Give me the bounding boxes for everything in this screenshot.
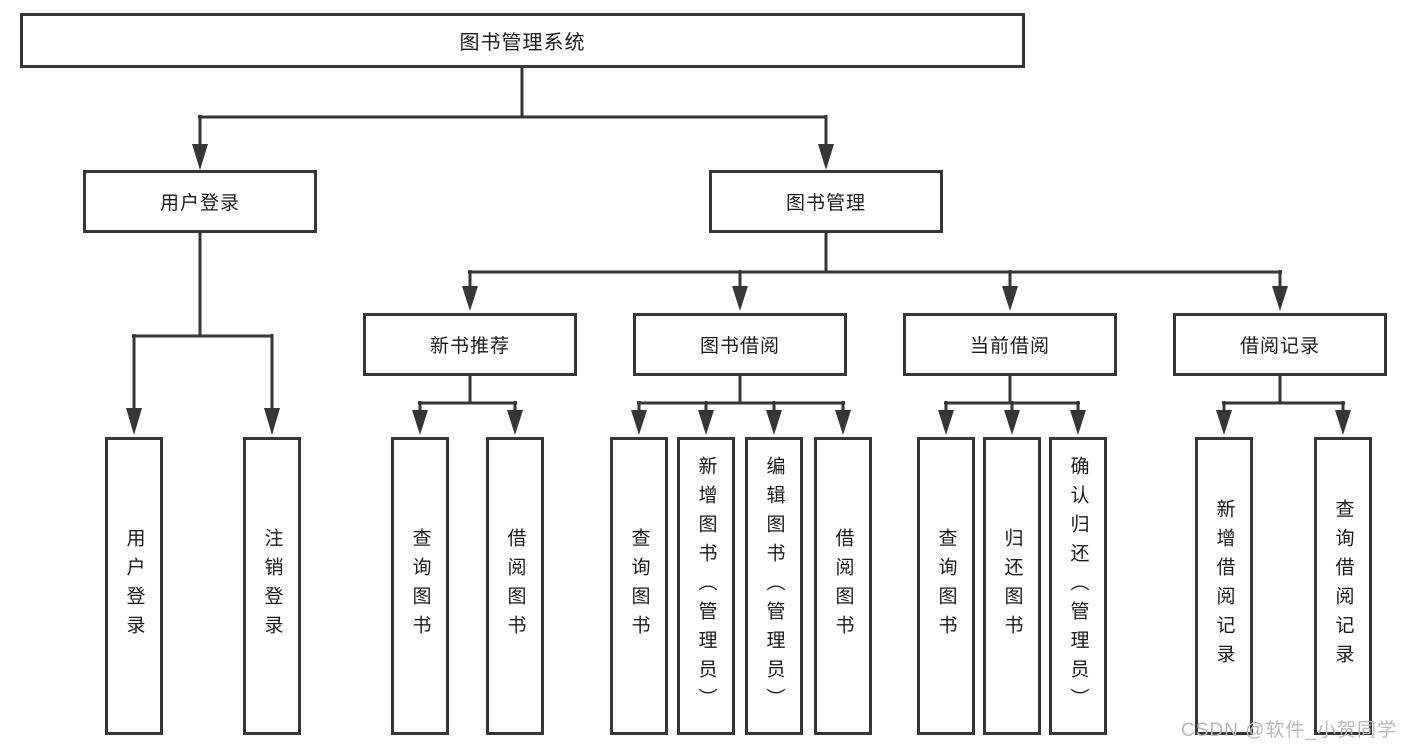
node-current-borrowing: 当前借阅 <box>903 313 1117 376</box>
leaf-edit-books-admin: 编辑图书（管理员） <box>745 437 803 735</box>
node-book-management-label: 图书管理 <box>785 193 866 214</box>
leaf-add-borrow-record-label: 新增借阅记录 <box>1213 499 1235 673</box>
leaf-query-borrow-record-label: 查询借阅记录 <box>1332 499 1354 673</box>
node-current-borrowing-label: 当前借阅 <box>969 336 1050 357</box>
node-new-book-recommend-label: 新书推荐 <box>429 336 510 357</box>
leaf-user-login: 用户登录 <box>105 437 163 735</box>
leaf-add-books-admin-label: 新增图书（管理员） <box>695 455 717 717</box>
leaf-logout-label: 注销登录 <box>261 528 283 644</box>
leaf-recommend-query-books: 查询图书 <box>391 437 449 735</box>
leaf-borrowing-borrow-books: 借阅图书 <box>814 437 872 735</box>
leaf-borrowing-query-books-label: 查询图书 <box>628 528 650 644</box>
leaf-return-books: 归还图书 <box>983 437 1041 735</box>
node-user-login: 用户登录 <box>83 170 317 233</box>
leaf-logout: 注销登录 <box>243 437 301 735</box>
leaf-return-books-label: 归还图书 <box>1001 528 1023 644</box>
leaf-current-query-books-label: 查询图书 <box>935 528 957 644</box>
leaf-current-query-books: 查询图书 <box>917 437 975 735</box>
node-borrowing-records: 借阅记录 <box>1173 313 1387 376</box>
leaf-edit-books-admin-label: 编辑图书（管理员） <box>763 455 785 717</box>
node-system-root: 图书管理系统 <box>20 13 1025 68</box>
node-system-root-label: 图书管理系统 <box>459 32 586 54</box>
node-book-management: 图书管理 <box>709 170 943 233</box>
leaf-user-login-label: 用户登录 <box>123 528 145 644</box>
leaf-borrowing-borrow-books-label: 借阅图书 <box>832 528 854 644</box>
leaf-recommend-query-books-label: 查询图书 <box>409 528 431 644</box>
node-user-login-label: 用户登录 <box>159 193 240 214</box>
leaf-add-borrow-record: 新增借阅记录 <box>1195 437 1253 735</box>
node-borrowing-records-label: 借阅记录 <box>1239 336 1320 357</box>
node-new-book-recommend: 新书推荐 <box>363 313 577 376</box>
leaf-confirm-return-admin: 确认归还（管理员） <box>1049 437 1107 735</box>
node-book-borrowing-label: 图书借阅 <box>699 336 780 357</box>
leaf-borrowing-query-books: 查询图书 <box>610 437 668 735</box>
leaf-recommend-borrow-books: 借阅图书 <box>486 437 544 735</box>
leaf-recommend-borrow-books-label: 借阅图书 <box>504 528 526 644</box>
leaf-query-borrow-record: 查询借阅记录 <box>1314 437 1372 735</box>
leaf-confirm-return-admin-label: 确认归还（管理员） <box>1067 455 1089 717</box>
csdn-watermark: CSDN @软件_小贺同学 <box>1181 720 1397 741</box>
leaf-add-books-admin: 新增图书（管理员） <box>677 437 735 735</box>
node-book-borrowing: 图书借阅 <box>633 313 847 376</box>
